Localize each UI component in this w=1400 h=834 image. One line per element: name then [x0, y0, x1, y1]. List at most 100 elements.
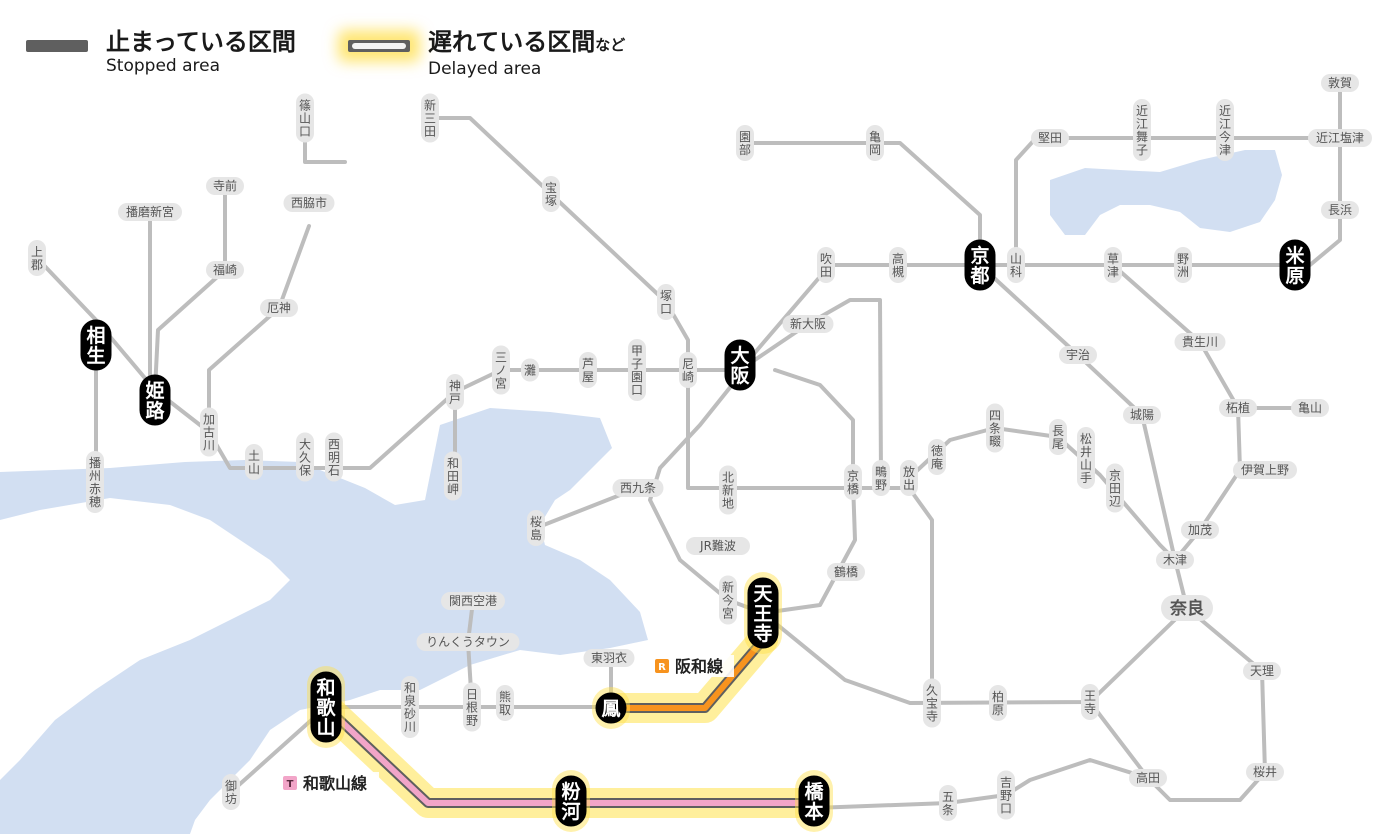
station-pill [310, 671, 342, 743]
station-kobe[interactable]: 神戸 [446, 374, 464, 410]
station-kusatsu[interactable]: 草津 [1104, 247, 1122, 283]
station-takarazuka[interactable]: 宝塚 [542, 176, 560, 212]
station-bansyuako[interactable]: 播州赤穂 [86, 451, 104, 513]
station-izumisunagawa[interactable]: 和泉砂川 [401, 676, 419, 738]
station-kitashinchi[interactable]: 北新地 [719, 465, 737, 515]
station-shijonawate[interactable]: 四条畷 [986, 403, 1004, 453]
station-okubo[interactable]: 大久保 [296, 432, 314, 482]
station-sannomiya[interactable]: 三ノ宮 [492, 345, 510, 395]
station-amagasaki[interactable]: 尼崎 [679, 352, 697, 388]
line-badge-letter: R [658, 662, 666, 673]
station-higashihagoromo[interactable]: 東羽衣 [583, 649, 635, 667]
station-shinosaka[interactable]: 新大阪 [782, 315, 834, 333]
station-label: 京都 [969, 244, 989, 287]
station-kumatori[interactable]: 熊取 [496, 685, 514, 721]
station-pill [139, 374, 171, 426]
station-teramae[interactable]: 寺前 [206, 177, 244, 195]
station-pill [657, 284, 675, 320]
station-label: 粉河 [561, 780, 580, 823]
station-kyuhoji[interactable]: 久宝寺 [923, 678, 941, 728]
station-tsuruhashi[interactable]: 鶴橋 [827, 563, 865, 581]
station-hashimoto[interactable]: 橋本 [798, 775, 830, 827]
station-hanaten[interactable]: 放出 [900, 460, 918, 496]
station-yasu[interactable]: 野洲 [1174, 247, 1192, 283]
line-name: 和歌山線 [303, 774, 367, 793]
station-tsukaguchi[interactable]: 塚口 [657, 284, 675, 320]
station-tokuan[interactable]: 徳庵 [928, 439, 946, 475]
station-nagao[interactable]: 長尾 [1049, 419, 1067, 455]
station-omimaiko[interactable]: 近江舞子 [1133, 99, 1151, 161]
station-nara[interactable]: 奈良 [1161, 595, 1213, 621]
station-suita[interactable]: 吹田 [817, 247, 835, 283]
lake-biwa-water [1050, 150, 1282, 235]
station-kashiwara[interactable]: 柏原 [989, 685, 1007, 721]
station-gobo[interactable]: 御坊 [222, 774, 240, 810]
station-harimashingu[interactable]: 播磨新宮 [118, 203, 182, 221]
station-uji[interactable]: 宇治 [1059, 346, 1097, 364]
station-tennoji[interactable]: 天王寺 [747, 577, 779, 649]
station-koshienguchi[interactable]: 甲子園口 [628, 339, 646, 401]
station-kibukawa[interactable]: 貴生川 [1174, 333, 1226, 351]
station-jrnamba[interactable]: JR難波 [686, 537, 750, 555]
station-tsuruga[interactable]: 敦賀 [1321, 74, 1359, 92]
station-omishiotsu[interactable]: 近江塩津 [1308, 129, 1372, 147]
station-wadamisaki[interactable]: 和田岬 [444, 451, 462, 501]
station-label: 鳳 [601, 698, 620, 720]
station-shigino[interactable]: 鴫野 [872, 460, 890, 496]
station-kameyama[interactable]: 亀山 [1291, 399, 1329, 417]
station-otori[interactable]: 鳳 [595, 692, 627, 724]
station-nishiakashi[interactable]: 西明石 [325, 432, 343, 482]
station-omiimazu[interactable]: 近江今津 [1216, 99, 1234, 161]
station-nishikujo[interactable]: 西九条 [612, 479, 664, 497]
station-kokawa[interactable]: 粉河 [555, 775, 587, 827]
station-matsuiyamate[interactable]: 松井山手 [1077, 427, 1095, 489]
station-label: 亀山 [1298, 401, 1322, 415]
station-label: 近江舞子 [1136, 104, 1148, 157]
station-katata[interactable]: 堅田 [1031, 129, 1069, 147]
station-nada[interactable]: 灘 [521, 358, 539, 382]
station-kansaiairport[interactable]: 関西空港 [441, 592, 505, 610]
station-wakayama[interactable]: 和歌山 [310, 671, 342, 743]
station-kamigori[interactable]: 上郡 [28, 240, 46, 276]
station-hineno[interactable]: 日根野 [463, 682, 481, 732]
station-yamashina[interactable]: 山科 [1007, 247, 1025, 283]
station-yoshinoguchi[interactable]: 吉野口 [997, 770, 1015, 820]
station-doyama[interactable]: 土山 [245, 444, 263, 480]
station-fukusaki[interactable]: 福崎 [206, 261, 244, 279]
station-label: りんくうタウン [426, 635, 510, 649]
station-kyotanabe[interactable]: 京田辺 [1106, 463, 1124, 513]
station-iga_ueno[interactable]: 伊賀上野 [1233, 461, 1297, 479]
station-kakogawa[interactable]: 加古川 [200, 407, 218, 457]
station-pill [1077, 427, 1095, 489]
station-shinimamiya[interactable]: 新今宮 [719, 575, 737, 625]
station-kamo[interactable]: 加茂 [1181, 521, 1219, 539]
station-sasayamaguchi[interactable]: 篠山口 [296, 93, 314, 143]
station-nishiwakishi[interactable]: 西脇市 [283, 194, 335, 212]
station-takatsuki[interactable]: 高槻 [889, 247, 907, 283]
station-takada[interactable]: 高田 [1129, 769, 1167, 787]
station-ashiya[interactable]: 芦屋 [579, 352, 597, 388]
station-gojo[interactable]: 五条 [939, 785, 957, 821]
station-sakurai[interactable]: 桜井 [1246, 763, 1284, 781]
station-oji[interactable]: 王寺 [1081, 684, 1099, 720]
station-tenri[interactable]: 天理 [1243, 662, 1281, 680]
station-nagahama[interactable]: 長浜 [1321, 201, 1359, 219]
station-kyoto[interactable]: 京都 [964, 239, 996, 291]
station-label: 御坊 [225, 778, 237, 806]
station-aioi[interactable]: 相生 [80, 319, 112, 371]
station-kameoka[interactable]: 亀岡 [866, 125, 884, 161]
station-shinsanda[interactable]: 新三田 [421, 93, 439, 143]
station-kizu[interactable]: 木津 [1156, 551, 1194, 569]
station-pill [923, 678, 941, 728]
station-kyobashi[interactable]: 京橋 [844, 464, 862, 500]
station-sonobe[interactable]: 園部 [736, 125, 754, 161]
station-himeji[interactable]: 姫路 [139, 374, 171, 426]
station-rinku[interactable]: りんくうタウン [416, 633, 520, 651]
station-maibara[interactable]: 米原 [1279, 239, 1311, 291]
station-joyo[interactable]: 城陽 [1123, 406, 1161, 424]
station-tsuge[interactable]: 柘植 [1219, 399, 1257, 417]
station-sakurajima[interactable]: 桜島 [527, 510, 545, 546]
station-yashiro[interactable]: 厄神 [260, 299, 298, 317]
station-osaka[interactable]: 大阪 [724, 339, 756, 391]
